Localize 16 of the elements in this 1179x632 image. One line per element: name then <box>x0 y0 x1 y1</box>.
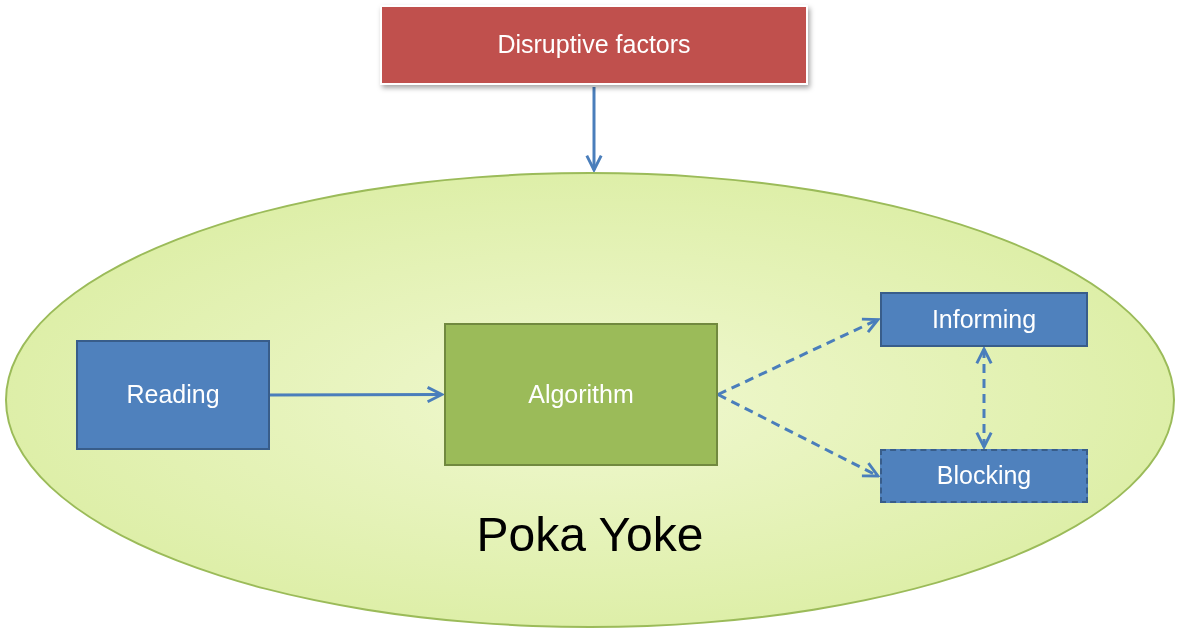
node-label: Algorithm <box>528 378 634 410</box>
arrow <box>270 385 444 404</box>
arrow <box>717 317 880 396</box>
node-label: Poka Yoke <box>476 507 704 563</box>
process-box <box>380 5 808 85</box>
process-box <box>880 449 1088 503</box>
arrow <box>717 393 880 478</box>
node-label: Reading <box>126 379 220 411</box>
process-box <box>76 340 270 450</box>
arrow <box>585 87 603 172</box>
process-box <box>880 292 1088 347</box>
node-label: Blocking <box>936 460 1032 492</box>
node-label: Disruptive factors <box>497 29 691 61</box>
node-label: Informing <box>931 303 1037 335</box>
process-box <box>444 323 718 466</box>
arrow <box>975 347 993 449</box>
